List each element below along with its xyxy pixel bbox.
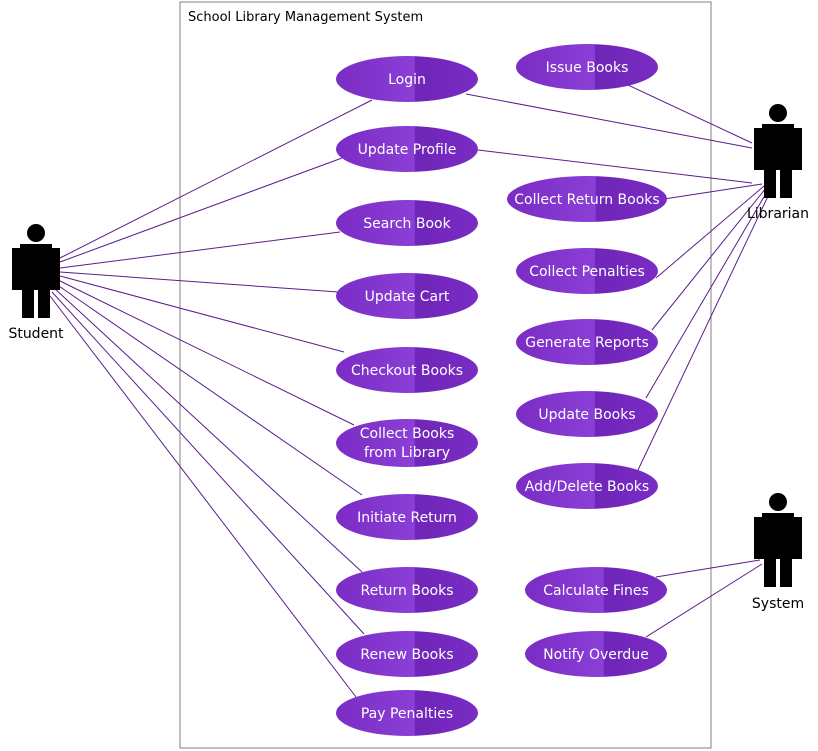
assoc-librarian-update-profile: [477, 149, 753, 184]
system-boundary-title: School Library Management System: [188, 10, 423, 25]
assoc-system-notify-overdue: [645, 563, 763, 638]
svg-text:Collect Penalties: Collect Penalties: [529, 264, 645, 280]
assoc-librarian-generate-reports: [651, 187, 767, 331]
actor-librarian: Librarian: [747, 104, 809, 222]
use-case-collect-penalties: Collect Penalties: [516, 248, 658, 294]
use-case-update-cart: Update Cart: [336, 273, 478, 319]
assoc-system-calculate-fines: [655, 559, 761, 578]
svg-text:Add/Delete Books: Add/Delete Books: [525, 479, 649, 495]
actor-label-student: Student: [8, 326, 64, 342]
use-case-issue-books: Issue Books: [516, 44, 658, 90]
actor-label-librarian: Librarian: [747, 206, 809, 222]
assoc-student-return-books: [53, 287, 363, 573]
svg-text:Renew Books: Renew Books: [360, 647, 453, 663]
assoc-student-initiate-return: [55, 283, 363, 496]
svg-text:Collect Books: Collect Books: [360, 426, 455, 442]
use-case-initiate-return: Initiate Return: [336, 494, 478, 540]
svg-text:Calculate Fines: Calculate Fines: [543, 583, 649, 599]
svg-text:Update Books: Update Books: [538, 407, 635, 423]
svg-text:Checkout Books: Checkout Books: [351, 363, 463, 379]
svg-text:Login: Login: [388, 72, 426, 88]
actor-label-system: System: [752, 596, 804, 612]
use-case-collect-books-from-library: Collect Books from Library: [336, 419, 478, 467]
stick-figure-icon: [754, 104, 802, 198]
svg-text:Return Books: Return Books: [360, 583, 453, 599]
use-case-pay-penalties: Pay Penalties: [336, 690, 478, 736]
assoc-student-search-book: [59, 231, 341, 269]
actor-system: System: [752, 493, 804, 612]
assoc-student-renew-books: [51, 291, 365, 635]
use-case-generate-reports: Generate Reports: [516, 319, 658, 365]
svg-text:Pay Penalties: Pay Penalties: [361, 706, 453, 722]
use-case-add-delete-books: Add/Delete Books: [516, 463, 658, 509]
assoc-student-checkout-books: [59, 275, 345, 353]
association-lines: [49, 84, 771, 698]
use-case-search-book: Search Book: [336, 200, 478, 246]
assoc-student-update-cart: [59, 271, 339, 293]
use-case-checkout-books: Checkout Books: [336, 347, 478, 393]
stick-figure-icon: [12, 224, 60, 318]
use-case-notify-overdue: Notify Overdue: [525, 631, 667, 677]
actor-student: Student: [8, 224, 64, 342]
use-case-renew-books: Renew Books: [336, 631, 478, 677]
assoc-student-pay-penalties: [49, 295, 357, 698]
use-case-calculate-fines: Calculate Fines: [525, 567, 667, 613]
assoc-student-update-profile: [59, 157, 343, 263]
use-case-login: Login: [336, 56, 478, 102]
svg-text:Update Cart: Update Cart: [365, 289, 450, 305]
assoc-librarian-add-delete-books: [637, 191, 771, 471]
svg-text:Generate Reports: Generate Reports: [525, 335, 649, 351]
use-case-return-books: Return Books: [336, 567, 478, 613]
assoc-librarian-issue-books: [627, 84, 753, 144]
use-case-update-books: Update Books: [516, 391, 658, 437]
use-case-update-profile: Update Profile: [336, 126, 478, 172]
svg-text:Collect Return Books: Collect Return Books: [514, 192, 659, 208]
svg-text:Notify Overdue: Notify Overdue: [543, 647, 649, 663]
svg-text:Issue Books: Issue Books: [546, 60, 629, 76]
assoc-librarian-update-books: [645, 189, 769, 399]
assoc-librarian-collect-return-books: [663, 183, 763, 200]
assoc-student-login: [59, 99, 373, 259]
use-case-collect-return-books: Collect Return Books: [507, 176, 667, 222]
assoc-student-collect-books: [57, 279, 355, 426]
assoc-librarian-collect-penalties: [655, 185, 765, 279]
svg-text:Search Book: Search Book: [363, 216, 451, 232]
svg-text:Update Profile: Update Profile: [358, 142, 457, 158]
svg-text:Initiate Return: Initiate Return: [357, 510, 457, 526]
svg-text:from Library: from Library: [364, 445, 450, 461]
stick-figure-icon: [754, 493, 802, 587]
assoc-librarian-login: [465, 93, 753, 149]
